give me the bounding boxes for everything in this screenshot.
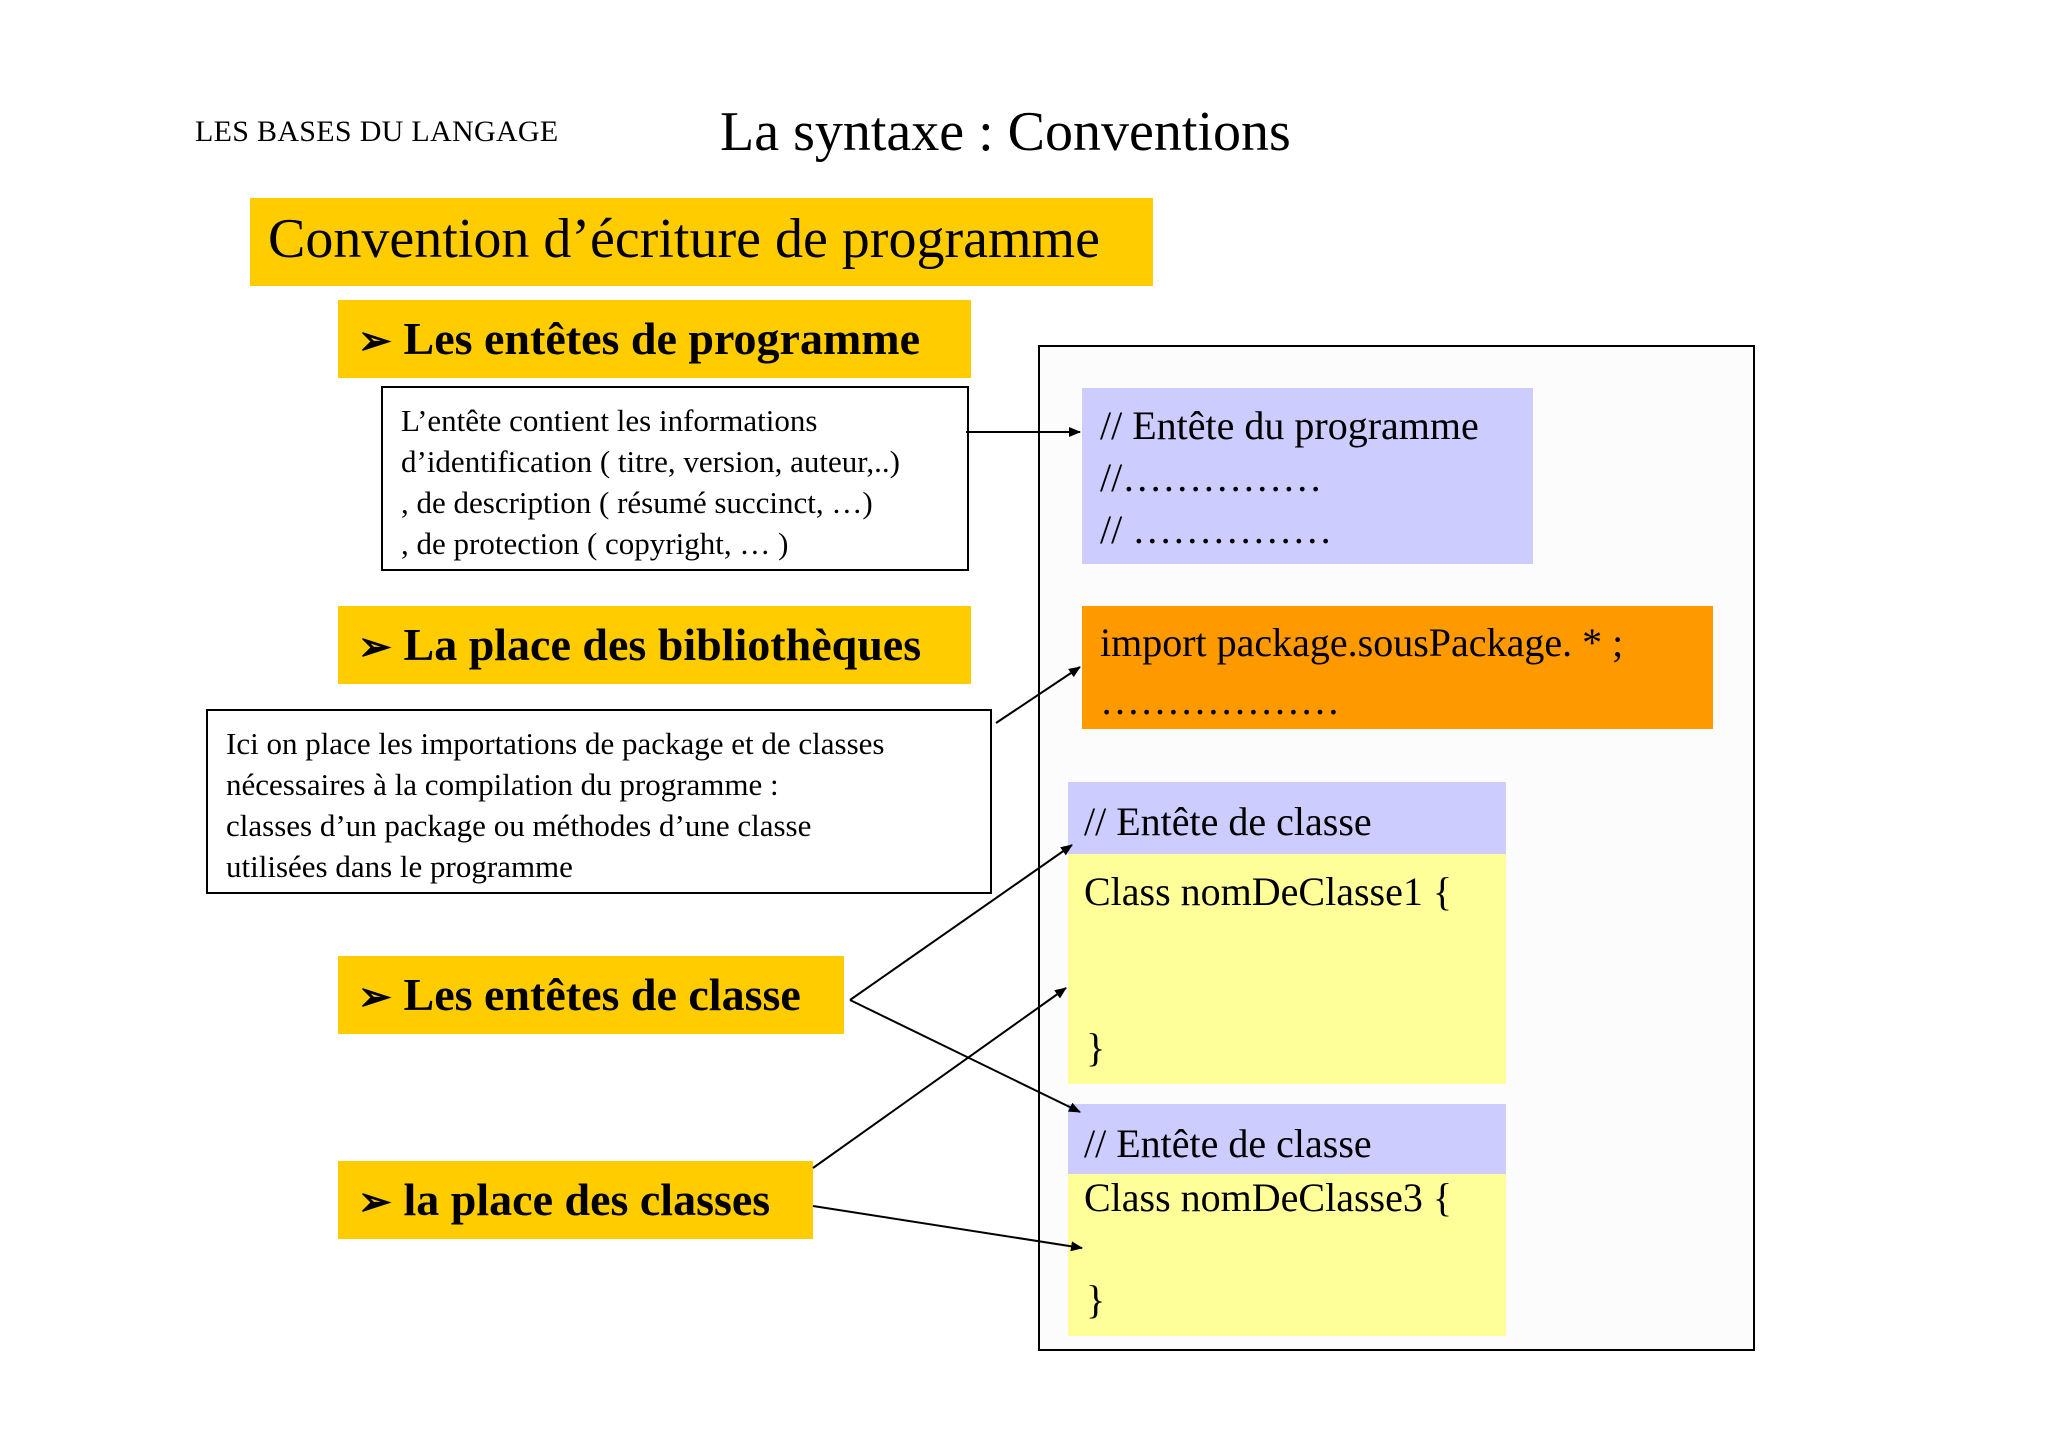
arrow-bullet-icon: ➢ <box>358 318 392 363</box>
bullet-label: la place des classes <box>403 1174 771 1225</box>
bullet-entetes-classe: ➢Les entêtes de classe <box>338 956 844 1034</box>
section-label: LES BASES DU LANGAGE <box>195 115 559 148</box>
imports-description-box: Ici on place les importations de package… <box>206 709 992 894</box>
slide-title: La syntaxe : Conventions <box>720 101 1291 163</box>
arrow-bullet-icon: ➢ <box>358 974 392 1019</box>
arrow-imports-to-import-block <box>995 666 1081 724</box>
code-line: ……………… <box>1100 678 1340 723</box>
description-line: , de protection ( copyright, … ) <box>401 526 789 561</box>
arrow-place-classes-to-class3-body <box>812 1205 1083 1252</box>
bullet-place-bibliotheques: ➢La place des bibliothèques <box>338 606 971 684</box>
class1-open: Class nomDeClasse1 { <box>1084 869 1453 914</box>
class3-open: Class nomDeClasse3 { <box>1084 1175 1453 1220</box>
arrow-entetes-classe-to-class3-header <box>849 999 1081 1113</box>
description-line: d’identification ( titre, version, auteu… <box>401 444 900 479</box>
description-line: utilisées dans le programme <box>226 849 573 884</box>
code-line: import package.sousPackage. * ; <box>1100 620 1624 665</box>
program-header-block: // Entête du programme //…………… // …………… <box>1082 388 1533 564</box>
bullet-entetes-programme: ➢Les entêtes de programme <box>338 300 971 378</box>
class1-body: Class nomDeClasse1 { } <box>1068 854 1506 1084</box>
main-banner: Convention d’écriture de programme <box>250 198 1153 286</box>
imports-block: import package.sousPackage. * ; ……………… <box>1082 606 1713 729</box>
arrow-bullet-icon: ➢ <box>358 1179 392 1224</box>
class3-body: Class nomDeClasse3 { } <box>1068 1174 1506 1336</box>
bullet-place-classes: ➢la place des classes <box>338 1161 813 1239</box>
bullet-label: Les entêtes de classe <box>403 969 801 1020</box>
bullet-label: La place des bibliothèques <box>403 619 922 670</box>
description-line: nécessaires à la compilation du programm… <box>226 767 779 802</box>
arrow-bullet-icon: ➢ <box>358 624 392 669</box>
code-line: //…………… <box>1100 455 1323 500</box>
entete-description-box: L’entête contient les informations d’ide… <box>381 386 969 571</box>
description-line: L’entête contient les informations <box>401 403 818 438</box>
description-line: Ici on place les importations de package… <box>226 726 885 761</box>
arrow-place-classes-to-class1-body <box>812 987 1067 1169</box>
class1-close: } <box>1086 1025 1106 1070</box>
class3-close: } <box>1086 1277 1106 1322</box>
description-line: classes d’un package ou méthodes d’une c… <box>226 808 812 843</box>
arrow-entetes-classe-to-class1-header <box>849 844 1073 1001</box>
bullet-label: Les entêtes de programme <box>403 313 921 364</box>
code-line: // …………… <box>1100 507 1333 552</box>
class3-header: // Entête de classe <box>1068 1104 1506 1174</box>
class1-header: // Entête de classe <box>1068 782 1506 854</box>
description-line: , de description ( résumé succinct, …) <box>401 485 873 520</box>
code-line: // Entête du programme <box>1100 403 1479 448</box>
